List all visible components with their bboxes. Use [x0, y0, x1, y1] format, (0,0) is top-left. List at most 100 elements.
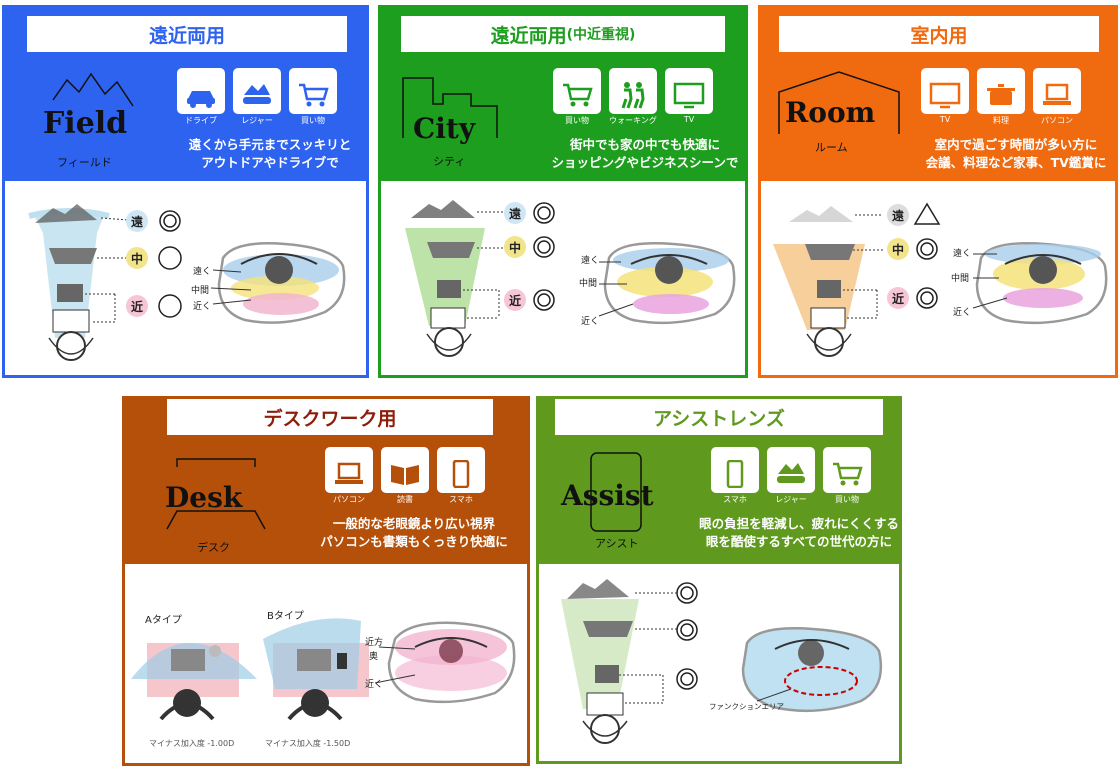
field-badge-far: 遠	[126, 210, 148, 232]
field-desc-line-0: 遠くから手元までスッキリと	[188, 137, 352, 152]
room-diagram	[773, 202, 1108, 357]
field-eye-label-near: 近く	[193, 302, 212, 312]
assist-title-text: アシストレンズ	[653, 407, 785, 430]
assist-logo-sub: アシスト	[595, 537, 639, 550]
assist-title: アシストレンズ	[555, 399, 883, 435]
room-eye-label-near: 近く	[953, 308, 972, 318]
room-icon-label-1: 料理	[993, 116, 1009, 125]
city-desc-line-1: ショッピングやビジネスシーンで	[551, 155, 739, 170]
room-badge-mid: 中	[887, 238, 909, 260]
room-desc-line-1: 会議、料理など家事、TV鑑賞に	[925, 155, 1107, 170]
field-logo-sub: フィールド	[57, 156, 112, 169]
assist-icon-phone: スマホ	[711, 447, 759, 505]
room-logo: Room	[785, 96, 876, 129]
desk-desc: 一般的な老眼鏡より広い視界 パソコンも書類もくっきり快適に	[311, 515, 517, 551]
city-diagram	[405, 200, 736, 357]
city-icon-walking: ウォーキング	[609, 68, 657, 126]
desk-icon-pc: パソコン	[325, 447, 373, 505]
field-eye-label-mid: 中間	[191, 286, 210, 296]
room-logo-sub: ルーム	[815, 141, 848, 154]
field-title: 遠近両用	[27, 16, 347, 52]
cart-icon	[823, 447, 871, 493]
assist-icon-label-2: 買い物	[835, 495, 859, 504]
desk-title: デスクワーク用	[167, 399, 493, 435]
city-logo-sub: シティ	[433, 155, 466, 168]
city-badge-far: 遠	[504, 202, 526, 224]
field-panel: 遠近両用 Field フィールド ドライブ レジャー 買い物 遠くから手元までス…	[2, 5, 369, 378]
room-title-text: 室内用	[910, 24, 968, 47]
desk-table-logo-icon	[166, 458, 266, 530]
room-panel: 室内用 Room ルーム TV 料理 パソコン 室内で過ごす時間が多い方に 会議…	[758, 5, 1118, 378]
room-house-logo-icon	[778, 71, 900, 134]
desk-desc-line-1: パソコンも書類もくっきり快適に	[320, 534, 508, 549]
train-icon	[233, 68, 281, 114]
city-desc-line-0: 街中でも家の中でも快適に	[569, 137, 720, 152]
room-eye-label-mid: 中間	[951, 274, 970, 284]
field-title-text: 遠近両用	[148, 24, 225, 47]
laptop-icon	[325, 447, 373, 493]
desk-title-text: デスクワーク用	[263, 407, 397, 430]
desk-minus-a: マイナス加入度 -1.00D	[149, 739, 235, 748]
desk-eye-label-back: 奥	[369, 652, 379, 662]
city-panel: 遠近両用(中近重視) City シティ 買い物 ウォーキング TV 街中でも家の…	[378, 5, 748, 378]
desk-minus-b: マイナス加入度 -1.50D	[265, 739, 351, 748]
desk-icon-label-0: パソコン	[333, 495, 365, 504]
cart-icon	[553, 68, 601, 114]
field-icons: ドライブ レジャー 買い物	[177, 68, 337, 126]
assist-panel: アシストレンズ Assist アシスト スマホ レジャー 買い物 眼の負担を軽減…	[536, 396, 902, 764]
assist-diagram	[561, 579, 883, 744]
room-badge-far: 遠	[887, 204, 909, 226]
assist-icon-label-1: レジャー	[775, 495, 807, 504]
car-icon	[177, 68, 225, 114]
city-eye-label-mid: 中間	[579, 279, 598, 289]
assist-function-area-label: ファンクションエリア	[709, 702, 784, 711]
field-icon-label-2: 買い物	[301, 116, 325, 125]
desk-icons: パソコン 読書 スマホ	[325, 447, 485, 505]
room-icon-tv: TV	[921, 68, 969, 126]
room-badge-near: 近	[887, 287, 909, 309]
city-title-sub: (中近重視)	[566, 27, 636, 43]
field-desc: 遠くから手元までスッキリと アウトドアやドライブで	[175, 136, 365, 172]
field-badge-mid: 中	[126, 247, 148, 269]
city-badge-near: 近	[504, 289, 526, 311]
desk-logo-sub: デスク	[197, 541, 230, 554]
desk-logo: Desk	[165, 481, 243, 514]
room-title: 室内用	[779, 16, 1099, 52]
tv-icon	[921, 68, 969, 114]
desk-icon-label-1: 読書	[397, 495, 413, 504]
assist-icon-label-0: スマホ	[723, 495, 747, 504]
city-icons: 買い物 ウォーキング TV	[553, 68, 713, 126]
train-icon	[767, 447, 815, 493]
pot-icon	[977, 68, 1025, 114]
room-icon-label-2: パソコン	[1041, 116, 1073, 125]
city-building-logo-icon	[402, 77, 498, 138]
field-eye-label-far: 遠く	[193, 267, 212, 277]
city-icon-tv: TV	[665, 68, 713, 126]
room-desc-line-0: 室内で過ごす時間が多い方に	[934, 137, 1098, 152]
tv-icon	[665, 68, 713, 114]
desk-icon-label-2: スマホ	[449, 495, 473, 504]
assist-icon-leisure: レジャー	[767, 447, 815, 505]
desk-type-a: Aタイプ	[145, 615, 182, 626]
city-desc: 街中でも家の中でも快適に ショッピングやビジネスシーンで	[545, 136, 745, 172]
field-mountain-logo-icon	[52, 72, 134, 107]
city-icon-shopping: 買い物	[553, 68, 601, 126]
field-icon-shopping: 買い物	[289, 68, 337, 126]
assist-icons: スマホ レジャー 買い物	[711, 447, 871, 505]
city-logo: City	[413, 112, 476, 145]
desk-desc-line-0: 一般的な老眼鏡より広い視界	[332, 516, 496, 531]
field-diagram	[28, 204, 346, 361]
room-icons: TV 料理 パソコン	[921, 68, 1081, 126]
walking-people-icon	[609, 68, 657, 114]
desk-diagram	[131, 618, 516, 721]
field-icon-drive: ドライブ	[177, 68, 225, 126]
assist-logo: Assist	[561, 479, 654, 512]
field-icon-label-1: レジャー	[241, 116, 273, 125]
city-badge-mid: 中	[504, 236, 526, 258]
room-icon-label-0: TV	[939, 115, 951, 124]
field-logo: Field	[43, 106, 128, 141]
room-desc: 室内で過ごす時間が多い方に 会議、料理など家事、TV鑑賞に	[911, 136, 1120, 172]
smartphone-icon	[711, 447, 759, 493]
assist-phone-logo-icon	[590, 452, 642, 532]
desk-eye-label-near: 近く	[365, 680, 384, 690]
